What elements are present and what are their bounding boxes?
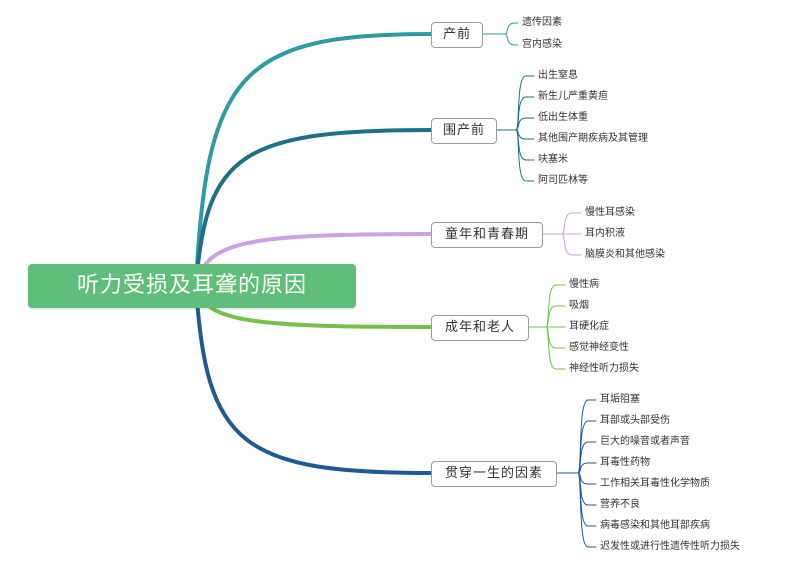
leaf-connector xyxy=(515,117,535,131)
leaf-connector xyxy=(577,472,597,548)
leaf-item[interactable]: 迟发性或进行性遗传性听力损失 xyxy=(600,541,740,552)
leaf-item[interactable]: 新生儿严重黄疸 xyxy=(538,91,608,102)
leaf-connector xyxy=(515,129,535,140)
branch-lifelong[interactable]: 贯穿一生的因素 xyxy=(431,461,557,487)
leaf-item[interactable]: 耳部或头部受伤 xyxy=(600,415,670,426)
leaf-item[interactable]: 慢性耳感染 xyxy=(585,207,635,218)
leaf-item[interactable]: 脑膜炎和其他感染 xyxy=(585,249,665,260)
leaf-connector xyxy=(545,305,566,328)
leaf-connector xyxy=(577,462,597,474)
leaf-item[interactable]: 巨大的噪音或者声音 xyxy=(600,436,690,447)
leaf-item[interactable]: 出生窒息 xyxy=(538,70,578,81)
leaf-item[interactable]: 呋塞米 xyxy=(538,154,568,165)
leaf-item[interactable]: 工作相关耳毒性化学物质 xyxy=(600,478,710,489)
leaf-item[interactable]: 低出生体重 xyxy=(538,112,588,123)
leaf-item[interactable]: 神经性听力损失 xyxy=(569,363,639,374)
leaf-connector xyxy=(515,129,535,182)
leaf-item[interactable]: 遗传因素 xyxy=(522,17,562,28)
leaf-connector xyxy=(561,212,582,235)
leaf-item[interactable]: 耳硬化症 xyxy=(569,321,609,332)
root-topic[interactable]: 听力受损及耳聋的原因 xyxy=(28,264,356,308)
branch-connector xyxy=(194,32,433,288)
leaf-item[interactable]: 其他围产期疾病及其管理 xyxy=(538,133,648,144)
leaf-item[interactable]: 耳毒性药物 xyxy=(600,457,650,468)
leaf-item[interactable]: 病毒感染和其他耳部疾病 xyxy=(600,520,710,531)
branch-perinatal[interactable]: 围产前 xyxy=(431,118,497,144)
leaf-item[interactable]: 慢性病 xyxy=(569,279,599,290)
leaf-connector xyxy=(504,33,519,46)
leaf-item[interactable]: 营养不良 xyxy=(600,499,640,510)
leaf-item[interactable]: 耳内积液 xyxy=(585,228,625,239)
leaf-item[interactable]: 感觉神经变性 xyxy=(569,342,629,353)
leaf-item[interactable]: 宫内感染 xyxy=(522,39,562,50)
branch-childhood[interactable]: 童年和青春期 xyxy=(431,222,543,248)
leaf-connector xyxy=(545,326,566,370)
branch-connector xyxy=(194,284,433,475)
leaf-connector xyxy=(504,22,519,35)
branch-adult[interactable]: 成年和老人 xyxy=(431,315,529,341)
branch-connector xyxy=(194,128,433,288)
leaf-connector xyxy=(561,233,582,256)
leaf-item[interactable]: 吸烟 xyxy=(569,300,589,311)
leaf-connector xyxy=(515,75,535,131)
leaf-item[interactable]: 阿司匹林等 xyxy=(538,175,588,186)
branch-prenatal[interactable]: 产前 xyxy=(431,22,483,48)
leaf-item[interactable]: 耳垢阻塞 xyxy=(600,394,640,405)
